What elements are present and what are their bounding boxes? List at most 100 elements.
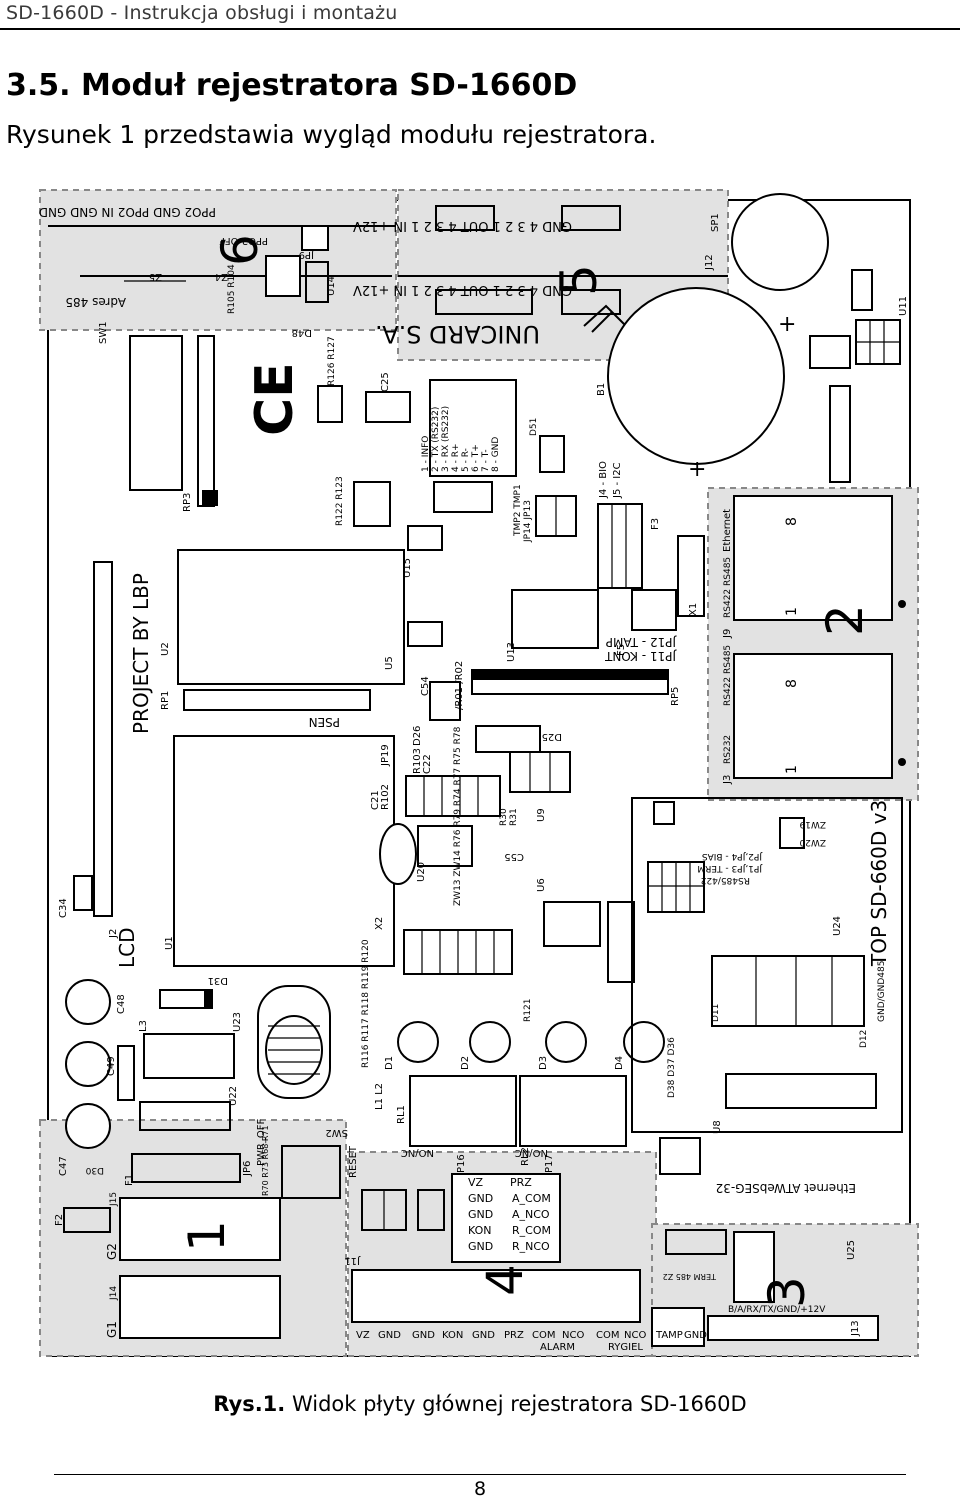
svg-text:7 - T-: 7 - T-: [481, 449, 491, 472]
c22-label: C22: [422, 754, 433, 774]
u11-label: U11: [898, 296, 909, 316]
j5-label: J5 - I2C: [612, 462, 623, 499]
f5-label: F5: [616, 644, 627, 656]
rj45-pin8-bottom: 8: [784, 679, 800, 688]
r103-label: R103: [412, 748, 423, 774]
relay-left-pin-3: KON: [468, 1224, 492, 1237]
cap-c48: [65, 979, 111, 1025]
svg-text:6 - T+: 6 - T+: [471, 444, 481, 472]
sw1-label: SW1: [98, 321, 109, 344]
cap-c47: [65, 1103, 111, 1149]
rs485-422-label: RS485/422: [701, 875, 750, 885]
f3-label: F3: [650, 518, 661, 530]
u5-label: U5: [384, 656, 395, 670]
rj45-rs232-485: [733, 653, 893, 779]
c47-label: C47: [58, 1156, 69, 1176]
tamp-gnd-label: GND: [684, 1330, 707, 1341]
d11-label: D11: [711, 1004, 721, 1022]
jp14-jp13-label: JP14 JP13: [523, 500, 533, 543]
d2-label: D2: [460, 1056, 471, 1070]
u6-label: U6: [536, 878, 547, 892]
relay-rl2: [519, 1075, 627, 1147]
bottom-terminal-gnd-1: GND: [378, 1330, 401, 1341]
bottom-terminal-nco-1: NCO: [562, 1330, 584, 1341]
rj45-pin8-top: 8: [784, 517, 800, 526]
zw19-label: ZW19: [799, 819, 826, 829]
z5-label: Z5: [149, 271, 162, 282]
pcb-figure: PPO2 GND PPO2 IN GND GND INF GND GND Z A…: [36, 186, 922, 1360]
r102-label: R102: [380, 784, 391, 810]
d1-label: D1: [384, 1056, 395, 1070]
g1-label: G1: [105, 1321, 119, 1338]
svg-text:3 - RX (RS232): 3 - RX (RS232): [441, 406, 451, 472]
jumper-grid-right: [647, 861, 705, 913]
svg-text:8 - GND: 8 - GND: [491, 437, 501, 472]
j3-label: J3: [722, 775, 733, 785]
ethernet-label: Ethernet: [722, 509, 733, 552]
g2-label: G2: [105, 1243, 119, 1260]
u2-label: U2: [160, 642, 171, 656]
j14-label: J14: [109, 1286, 119, 1301]
bottom-terminal-com-1: COM: [532, 1330, 555, 1341]
out-in-mid-labels: GND 4 3 2 1 OUT 4 3 2 1 IN +12V: [353, 282, 572, 297]
d12-label: D12: [859, 1030, 869, 1048]
c49-label: C49: [106, 1056, 117, 1076]
d38-label: D38 D37 D36: [667, 1037, 677, 1098]
r122-r123-label: R122 R123: [335, 476, 345, 526]
d25-label: D25: [542, 731, 562, 742]
chip-u24: [711, 955, 865, 1027]
d26-label: D26: [412, 726, 423, 746]
jp-bottom-label: TERM 485 Z2: [663, 1272, 717, 1281]
lcd-title: LCD: [115, 927, 139, 968]
r121-label: R121: [523, 999, 533, 1022]
resistor-pair-zone4: [361, 1189, 445, 1231]
rj45-ethernet: [733, 495, 893, 621]
top-terminal-labels: PPO2 GND PPO2 IN GND GND INF GND GND Z: [36, 205, 216, 219]
z4-label: Z4: [215, 271, 228, 282]
rp1-label: RP1: [160, 691, 171, 710]
jp19-label: JP19: [380, 744, 391, 767]
c55-label: C55: [504, 851, 524, 862]
l1-l2-label: L1 L2: [374, 1083, 385, 1110]
unicard-label: UNICARD S.A.: [375, 320, 540, 348]
sp1-label: SP1: [710, 213, 721, 232]
f1-label: F1: [124, 1174, 135, 1186]
group-rygiel-label: RYGIEL: [608, 1342, 643, 1353]
j2-label: J2: [108, 929, 119, 939]
rj45-pin1-top: 1: [784, 607, 800, 616]
plus-sign-bottom: +: [688, 457, 706, 482]
zone-1-number: 1: [178, 1220, 236, 1252]
chip-u1: [173, 735, 395, 967]
f2-label: F2: [54, 1214, 65, 1226]
tamp-terminal: [651, 1307, 705, 1347]
r105-r104-label: R105 R104: [227, 264, 237, 314]
buzzer-sp1: [731, 193, 829, 291]
page-number: 8: [473, 1478, 487, 1500]
u23-label: U23: [232, 1012, 243, 1032]
ethernet-module-label: Ethernet ATWebSEG-32: [716, 1181, 856, 1195]
jp12-tamp-label: JP12 - TAMP: [606, 635, 677, 649]
rj45-pin1-bottom: 1: [784, 765, 800, 774]
bottom-terminal-vz: VZ: [356, 1330, 370, 1341]
j9-label: J9: [722, 629, 733, 639]
zw-resistor-labels: ZW13 ZW14 R76 R79 R74 R77 R75 R78: [453, 726, 463, 906]
svg-text:2 - TX (RS232): 2 - TX (RS232): [431, 407, 441, 472]
footer-rule: [54, 1474, 906, 1475]
intro-paragraph: Rysunek 1 przedstawia wygląd modułu reje…: [6, 120, 657, 149]
jp-bias-label: JP2,JP4 - BIAS: [702, 851, 763, 861]
pcb-diagram: PPO2 GND PPO2 IN GND GND INF GND GND Z A…: [36, 189, 919, 1357]
x2-label: X2: [374, 917, 385, 930]
relay-header-vz: VZ: [468, 1176, 484, 1189]
j4-label: J4 - BIO: [598, 461, 609, 499]
ethernet-module-outline: [631, 797, 903, 1133]
rs422-485-label-2: RS422 RS485: [723, 645, 733, 706]
d30-label: D30: [85, 1165, 104, 1175]
u24-label: U24: [832, 916, 843, 936]
tamp-terminal-label: TAMP: [655, 1330, 683, 1341]
jumper-grid-top-right: [809, 319, 901, 483]
relay-terminal-a-nco: A_NCO: [512, 1208, 550, 1221]
pwr-off-label: PWR_OFF: [256, 1119, 267, 1166]
x1-label: X1: [688, 603, 699, 616]
zone-6-area: [39, 189, 397, 331]
jp11-kont-label: JP11 - KONT: [604, 649, 677, 663]
